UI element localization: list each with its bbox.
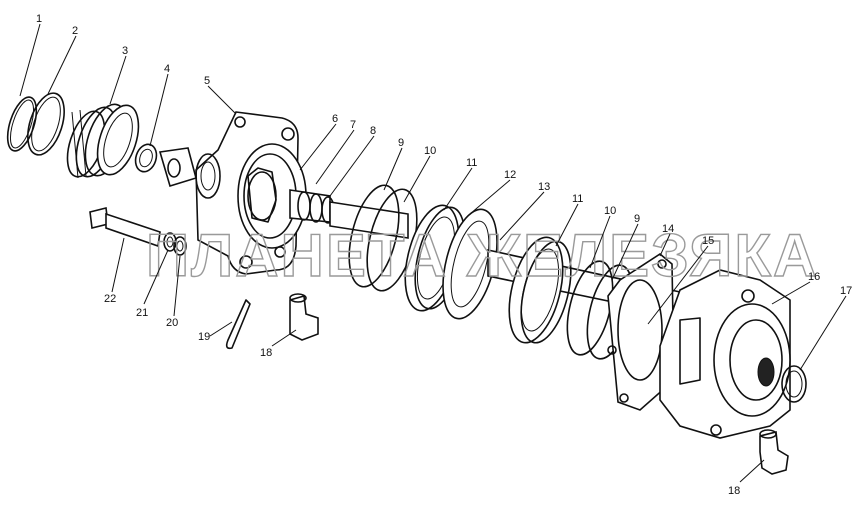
label-11: 11: [466, 157, 477, 169]
part-18-fitting-upper: [289, 293, 319, 341]
callout-labels: 1 2 3 4 5 6 7 8 9 10 11 12 13 11 10 9 14…: [36, 13, 852, 497]
label-13: 13: [538, 181, 550, 193]
part-22-bolt: [89, 207, 161, 248]
label-1: 1: [36, 13, 42, 25]
part-11b-seal: [508, 236, 572, 344]
label-21: 21: [136, 307, 148, 319]
label-22: 22: [104, 293, 116, 305]
label-20: 20: [166, 317, 178, 329]
part-2-ring: [27, 92, 65, 156]
label-2: 2: [72, 25, 78, 37]
part-20-washer: [173, 236, 187, 256]
part-9-ring: [348, 184, 400, 288]
label-8: 8: [370, 125, 376, 137]
part-19-cotter-pin: [225, 299, 251, 350]
part-4-washer: [134, 143, 158, 173]
label-11b: 11: [572, 193, 583, 205]
label-14: 14: [662, 223, 674, 235]
part-14-gasket: [607, 253, 675, 411]
label-16: 16: [808, 271, 820, 283]
leader-lines: [19, 23, 847, 483]
label-18-lower: 18: [728, 485, 740, 497]
label-19: 19: [198, 331, 210, 343]
part-5-front-housing: [195, 111, 307, 275]
label-5: 5: [204, 75, 210, 87]
part-16-rear-housing: [659, 269, 791, 439]
label-3: 3: [122, 45, 128, 57]
label-18-upper: 18: [260, 347, 272, 359]
part-17-oring: [781, 365, 807, 403]
part-1-ring: [6, 96, 38, 152]
label-15: 15: [702, 235, 714, 247]
label-10b: 10: [604, 205, 616, 217]
label-12: 12: [504, 169, 516, 181]
watermark: ПЛАНЕТА ЖЕЛЕЗЯКА: [146, 222, 818, 289]
rod-eye: [158, 147, 197, 188]
label-9: 9: [398, 137, 404, 149]
label-7: 7: [350, 119, 356, 131]
parts-6-8-shaft-rings: [289, 189, 409, 239]
part-21-washer: [163, 232, 177, 252]
label-10: 10: [424, 145, 436, 157]
part-3-boot: [66, 103, 140, 179]
label-17: 17: [840, 285, 852, 297]
part-18-fitting-lower: [759, 429, 789, 475]
label-4: 4: [164, 63, 170, 75]
label-9b: 9: [634, 213, 640, 225]
label-6: 6: [332, 113, 338, 125]
